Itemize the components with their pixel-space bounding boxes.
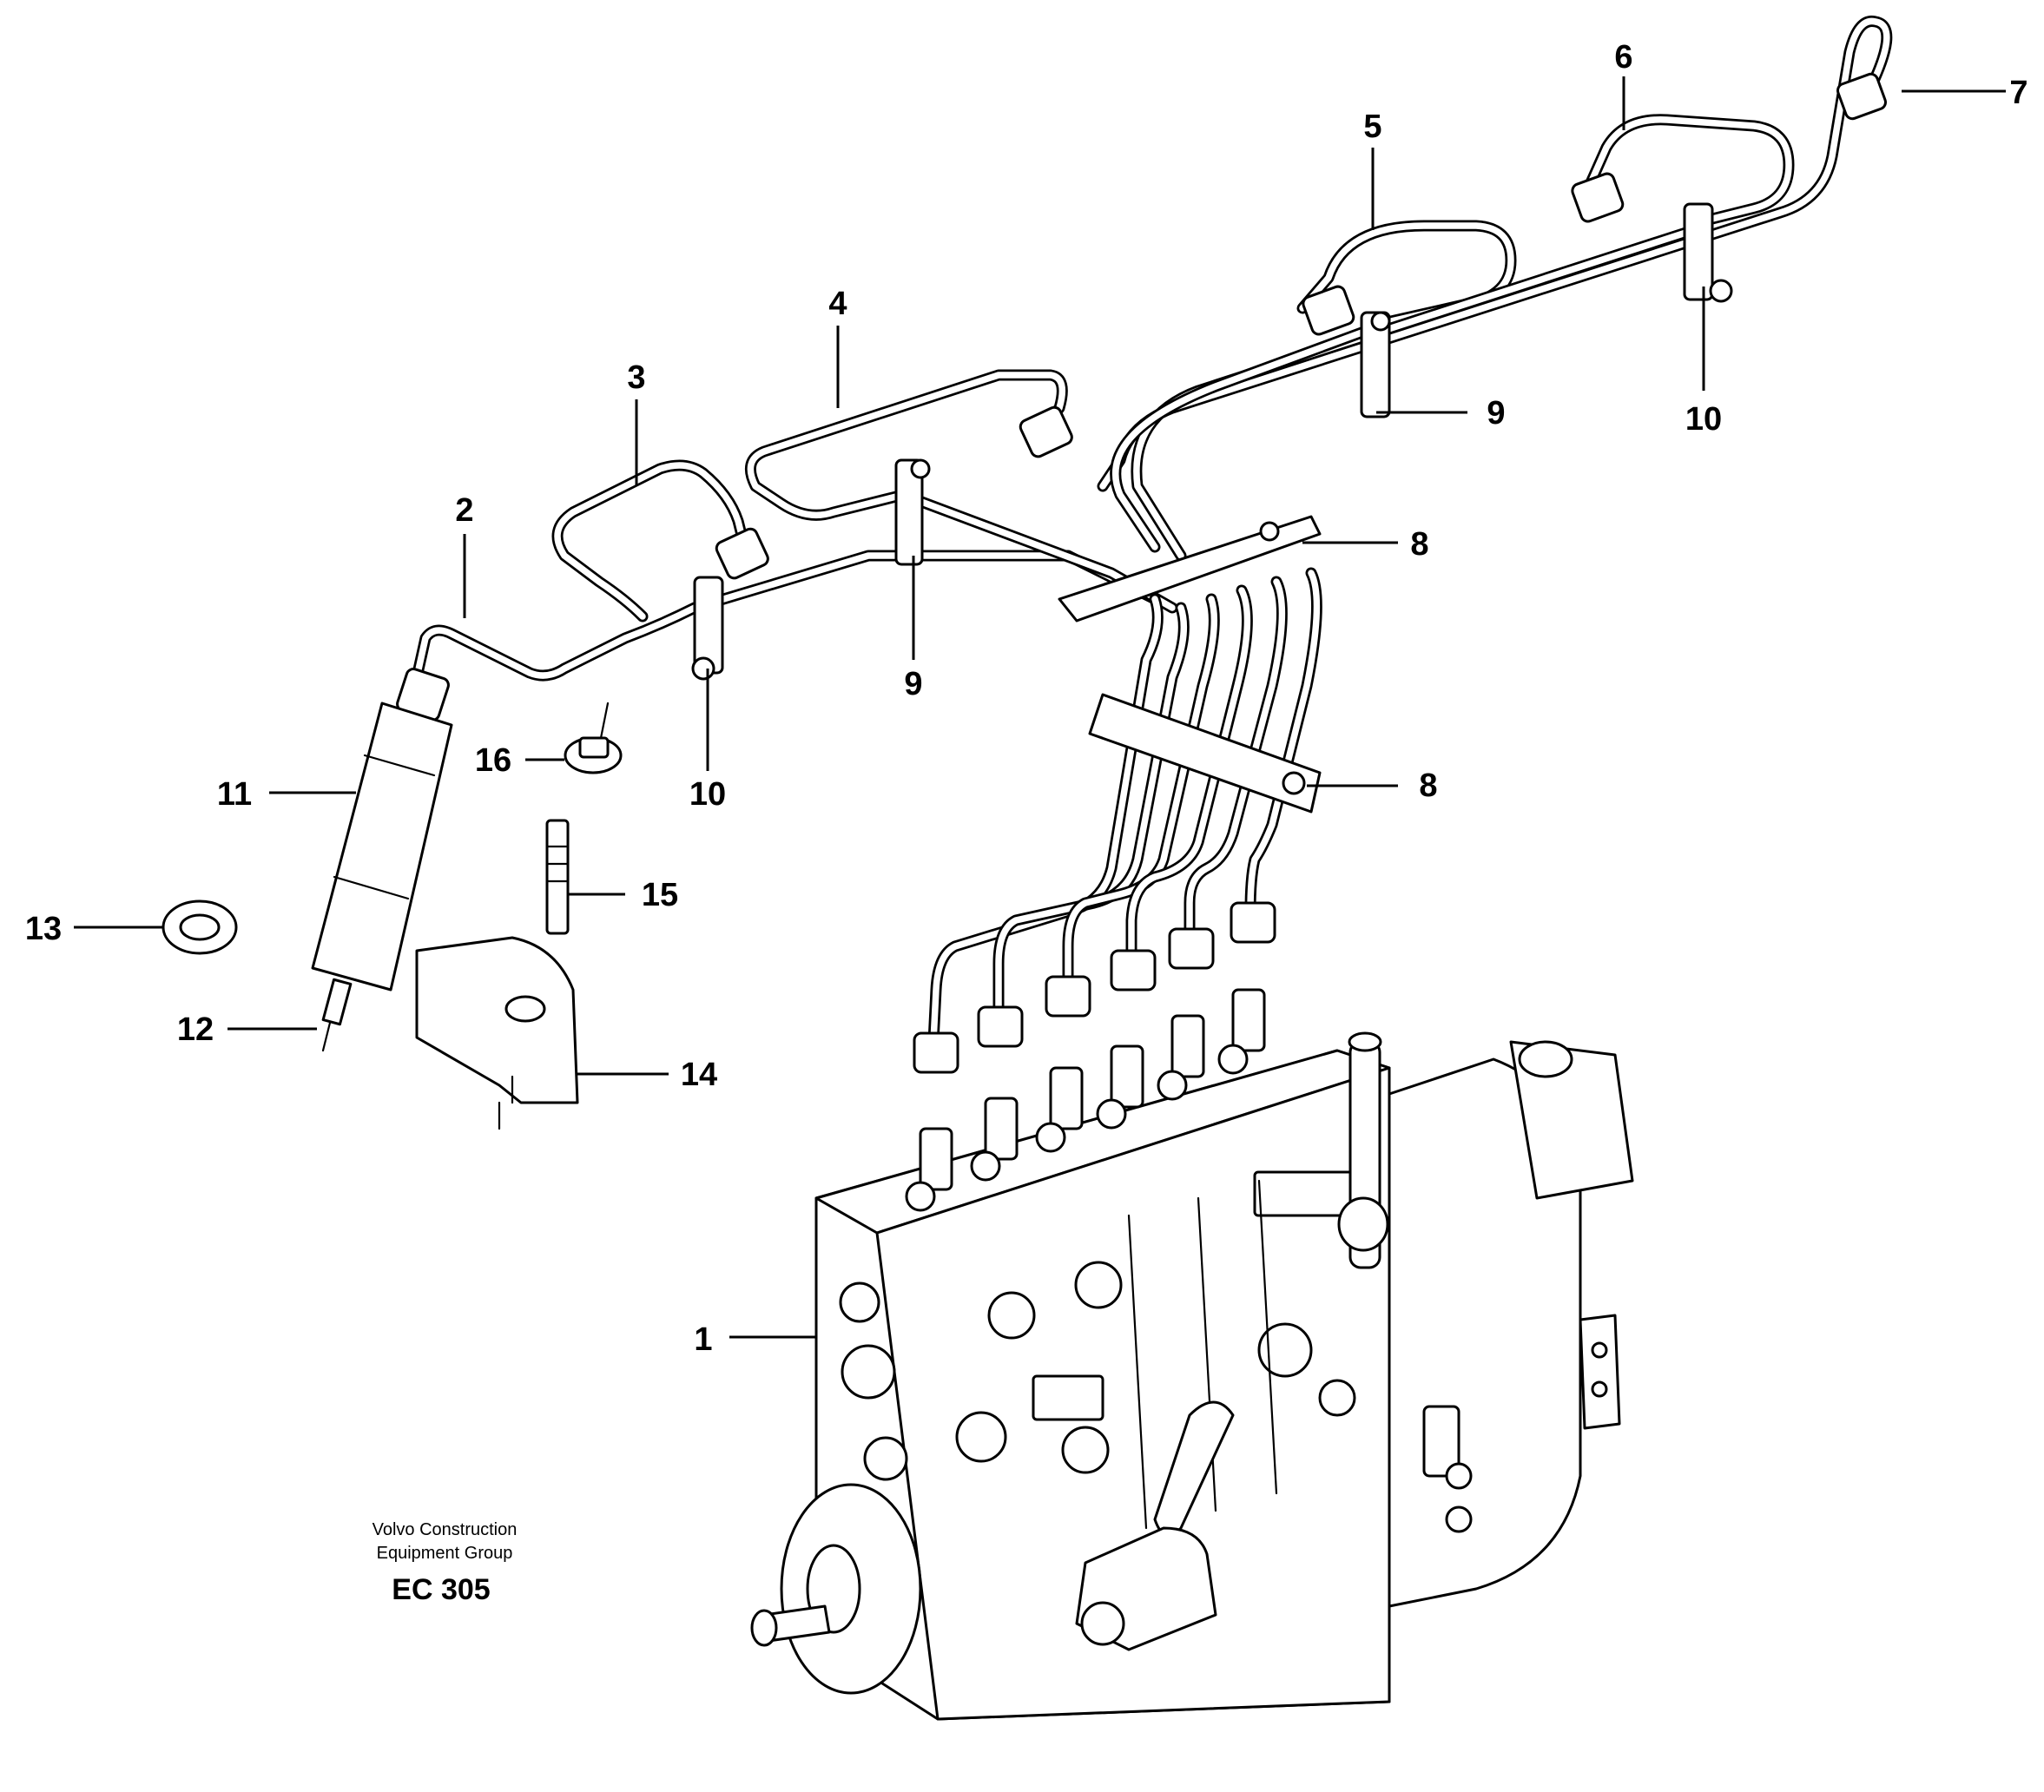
callout-9-left: 9 xyxy=(904,666,922,702)
lower-clamp-bar xyxy=(1088,693,1322,814)
callout-11: 11 xyxy=(217,776,252,813)
callout-2: 2 xyxy=(455,492,473,529)
callout-8-upper: 8 xyxy=(1410,526,1428,563)
clamp-nut-9-left xyxy=(910,458,931,479)
callout-labels: 1 2 3 4 5 6 7 8 8 9 9 10 10 11 12 13 14 … xyxy=(25,39,2028,1358)
clamp-9-left xyxy=(894,458,924,566)
delivery-pipes xyxy=(411,15,1893,1048)
injection-pump xyxy=(750,988,1634,1721)
callout-8-lower: 8 xyxy=(1419,768,1437,804)
callout-9-right: 9 xyxy=(1487,395,1505,432)
callout-10-left: 10 xyxy=(689,776,726,813)
callout-3: 3 xyxy=(627,359,645,396)
credit-line-2: Equipment Group xyxy=(377,1544,513,1563)
credit-line-1: Volvo Construction xyxy=(373,1520,518,1539)
callout-5: 5 xyxy=(1363,109,1381,145)
governor-flange xyxy=(1509,1040,1634,1200)
pipe-end-nuts xyxy=(715,72,1887,1074)
stop-lever-bracket xyxy=(1579,1314,1621,1430)
delivery-valve-holders xyxy=(905,988,1266,1212)
pipe-clamps xyxy=(691,202,1733,681)
upper-clamp-bar xyxy=(1058,515,1322,623)
callout-1: 1 xyxy=(694,1321,712,1358)
callout-15: 15 xyxy=(642,877,678,913)
callout-7: 7 xyxy=(2009,75,2028,111)
injector xyxy=(311,668,453,1052)
callout-13: 13 xyxy=(25,911,62,947)
clamp-9-right xyxy=(1360,311,1391,418)
leader-lines xyxy=(74,76,2006,1339)
callout-12: 12 xyxy=(177,1011,214,1048)
injector-body xyxy=(311,702,453,992)
small-parts xyxy=(162,702,623,1130)
clamp-nut-9-right xyxy=(1370,311,1391,332)
callout-10-right: 10 xyxy=(1685,401,1722,438)
pipe-clamp-bars xyxy=(1058,515,1322,814)
publisher-credit: Volvo Construction Equipment Group EC 30… xyxy=(373,1520,518,1606)
clamping-yoke xyxy=(415,936,579,1104)
callout-14: 14 xyxy=(681,1057,717,1093)
figure-code: EC 305 xyxy=(392,1573,490,1606)
clamp-bolt-upper xyxy=(1259,521,1280,542)
stud xyxy=(545,819,570,935)
clamp-10-right xyxy=(1683,202,1714,301)
callout-4: 4 xyxy=(828,286,847,322)
clamp-nut-10-left xyxy=(691,656,715,681)
callout-6: 6 xyxy=(1614,39,1632,76)
injector-nozzle xyxy=(321,978,353,1026)
callout-16: 16 xyxy=(475,742,511,779)
clamp-bolt-lower xyxy=(1282,771,1306,795)
clamp-nut-10-right xyxy=(1709,279,1733,303)
